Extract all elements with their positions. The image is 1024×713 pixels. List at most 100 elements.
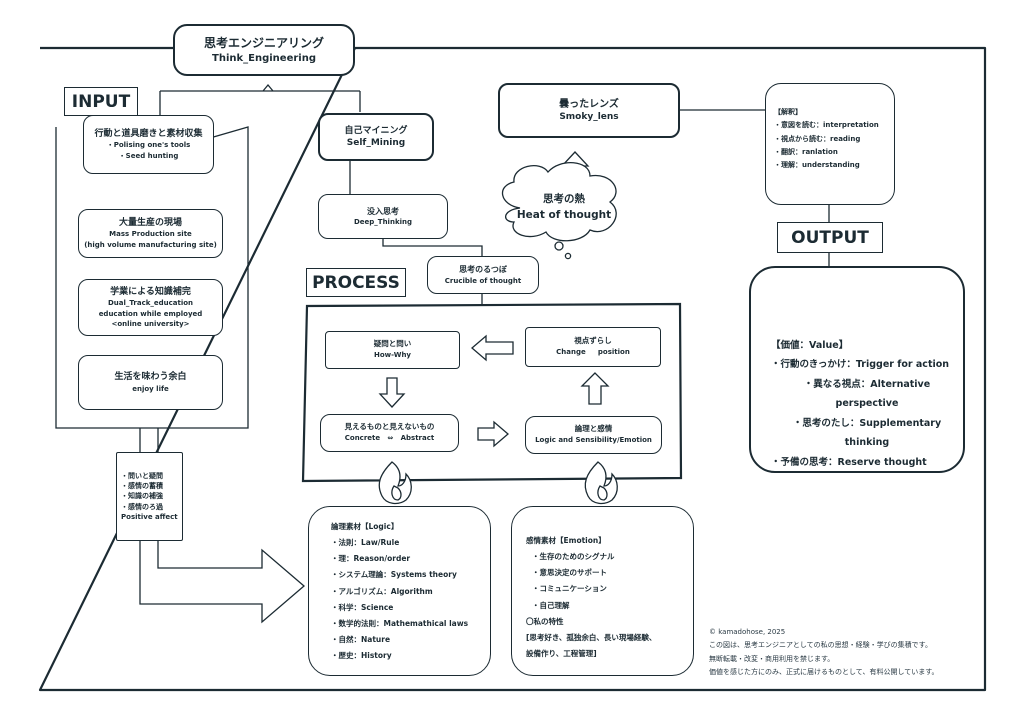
emotion-item-2: ・意思決定のサポート — [532, 568, 607, 578]
input-big-arrow — [139, 540, 305, 624]
heat-en: Heat of thought — [516, 208, 612, 221]
input-box-edu-line1: Dual_Track_education — [107, 299, 194, 308]
process-question-box: 疑問と問い How-Why — [325, 331, 460, 369]
flame-emotion — [584, 461, 618, 505]
crucible-box: 思考のるつぼ Crucible of thought — [427, 256, 539, 294]
emotion-trait-line1: [思考好き、孤独余白、長い現場経験、 — [526, 632, 657, 642]
logic-item-1: ・法則：Law/Rule — [331, 538, 400, 548]
interp-item-1: ・意図を読む：interpretation — [774, 121, 879, 130]
logic-item-2: ・理：Reason/order — [331, 554, 411, 564]
footer-copyright: © kamadohose, 2025 — [709, 628, 786, 636]
deep-to-crucible — [382, 239, 483, 258]
title-connector — [159, 83, 361, 115]
logic-head: 論理素材【Logic】 — [331, 522, 399, 531]
emotion-item-3: ・コミュニケーション — [532, 584, 607, 594]
title-jp: 思考エンジニアリング — [203, 36, 324, 51]
value-head: 【価値：Value】 — [771, 340, 849, 351]
visible-jp: 見えるものと見えないもの — [344, 422, 435, 432]
arrow-down — [378, 377, 406, 408]
input-box-edu-line2: education while employed — [98, 309, 203, 318]
emotion-item-1: ・生存のためのシグナル — [532, 552, 615, 562]
logic-item-5: ・科学：Science — [331, 602, 394, 612]
thought-cloud — [502, 161, 617, 260]
crucible-en: Crucible of thought — [444, 276, 522, 285]
input-box-life-jp: 生活を味わう余白 — [114, 372, 187, 383]
value-box: 【価値：Value】 ・行動のきっかけ：Trigger for action ・… — [749, 266, 965, 473]
logic-emotion-en: Logic and Sensibility/Emotion — [535, 436, 652, 445]
self-mining-jp: 自己マイニング — [344, 125, 408, 136]
smoky-en: Smoky_lens — [559, 112, 619, 123]
interp-item-4: ・理解：understanding — [774, 161, 860, 170]
title-en: Think_Engineering — [212, 53, 316, 65]
value-item-4: ・予備の思考：Reserve thought — [771, 456, 927, 468]
logic-item-4: ・アルゴリズム：Algorithm — [331, 586, 433, 596]
flame-logic — [378, 461, 412, 505]
emotion-materials-box: 感情素材【Emotion】 ・生存のためのシグナル ・意思決定のサポート ・コミ… — [511, 506, 694, 676]
input-column-frame — [55, 126, 249, 429]
self-mining-box: 自己マイニング Self_Mining — [318, 113, 434, 161]
input-box-life-line1: enjoy life — [132, 384, 169, 393]
value-item-3: ・思考のたし：Supplementary thinking — [792, 417, 942, 449]
process-frame — [301, 302, 683, 483]
question-en: How-Why — [374, 351, 411, 360]
emotion-head: 感情素材【Emotion】 — [526, 536, 606, 545]
deep-thinking-jp: 没入思考 — [367, 206, 399, 216]
logic-item-6: ・数学的法則：Mathemathical laws — [331, 618, 469, 628]
input-notes-box: ・問いと疑問 ・感情の蓄積 ・知識の補強 ・感情のろ過 Positive aff… — [116, 452, 183, 541]
shift-jp: 視点ずらし — [574, 336, 612, 346]
footer-line2: 無断転載・改変・商用利用を禁じます。 — [709, 654, 835, 663]
logic-item-3: ・システム理論：Systems theory — [331, 570, 457, 580]
input-box-mass-jp: 大量生産の現場 — [118, 218, 182, 229]
input-box-tools: 行動と道具磨きと素材収集 ・Polising one's tools ・Seed… — [83, 115, 214, 174]
input-box-mass-line1: Mass Production site — [109, 230, 192, 239]
value-item-2: ・異なる視点：Alternative perspective — [803, 378, 931, 410]
input-label: INPUT — [64, 87, 138, 116]
process-logic-emotion-box: 論理と感情 Logic and Sensibility/Emotion — [525, 416, 662, 454]
arrow-up — [580, 372, 610, 405]
process-shift-box: 視点ずらし Change position — [525, 327, 661, 367]
input-box-mass-production: 大量生産の現場 Mass Production site (high volum… — [78, 209, 223, 258]
interp-item-2: ・視点から読む：reading — [774, 134, 861, 143]
heat-text: 思考の熱 Heat of thought — [508, 192, 620, 224]
input-box-mass-line2: (high volume manufacturing site) — [84, 240, 217, 249]
input-box-tools-jp: 行動と道具磨きと素材収集 — [94, 129, 203, 140]
input-note-4: ・感情のろ過 — [121, 502, 163, 511]
input-box-tools-line1: ・Polising one's tools — [106, 141, 191, 150]
interp-item-3: ・翻訳：ranlation — [774, 147, 838, 156]
deep-thinking-en: Deep_Thinking — [353, 218, 412, 227]
process-visible-box: 見えるものと見えないもの Concrete ⇔ Abstract — [320, 414, 459, 452]
deep-thinking-box: 没入思考 Deep_Thinking — [318, 194, 448, 239]
logic-emotion-jp: 論理と感情 — [574, 424, 613, 434]
input-note-1: ・問いと疑問 — [121, 472, 163, 481]
emotion-trait-head: 〇私の特性 — [526, 616, 564, 626]
input-box-edu-jp: 学業による知識補完 — [110, 287, 191, 298]
logic-item-8: ・歴史：History — [331, 651, 392, 660]
visible-en: Concrete ⇔ Abstract — [344, 434, 435, 443]
footer-line1: この図は、思考エンジニアとしての私の思想・経験・学びの集積です。 — [709, 641, 932, 650]
footer-line3: 価値を感じた方にのみ、正式に届けるものとして、有料公開しています。 — [709, 667, 939, 676]
emotion-trait-line2: 設備作り、工程管理] — [526, 648, 597, 658]
shift-en: Change position — [556, 348, 630, 357]
input-box-edu-line3: <online university> — [111, 319, 190, 328]
smoky-lens-box: 曇ったレンズ Smoky_lens — [498, 83, 680, 138]
process-label: PROCESS — [306, 268, 406, 297]
interpretation-box: 【解釈】 ・意図を読む：interpretation ・視点から読む：readi… — [765, 83, 895, 205]
input-note-5: Positive affect — [121, 512, 178, 521]
input-down-link — [139, 428, 159, 452]
logic-item-7: ・自然：Nature — [331, 634, 391, 644]
output-label: OUTPUT — [777, 222, 883, 253]
logic-materials-box: 論理素材【Logic】 ・法則：Law/Rule ・理：Reason/order… — [308, 506, 491, 676]
input-box-tools-line2: ・Seed hunting — [118, 151, 179, 160]
title-box: 思考エンジニアリング Think_Engineering — [173, 24, 355, 76]
value-item-1: ・行動のきっかけ：Trigger for action — [771, 359, 950, 371]
arrow-right — [477, 420, 509, 448]
interp-head: 【解釈】 — [774, 108, 802, 116]
input-box-education: 学業による知識補完 Dual_Track_education education… — [78, 279, 223, 336]
self-mining-en: Self_Mining — [346, 138, 406, 148]
input-note-3: ・知識の補強 — [121, 492, 163, 501]
input-note-2: ・感情の蓄積 — [121, 482, 163, 491]
smoky-jp: 曇ったレンズ — [559, 98, 619, 110]
footer-notice: © kamadohose, 2025 この図は、思考エンジニアとしての私の思想・… — [709, 626, 939, 679]
crucible-jp: 思考のるつぼ — [459, 265, 507, 275]
